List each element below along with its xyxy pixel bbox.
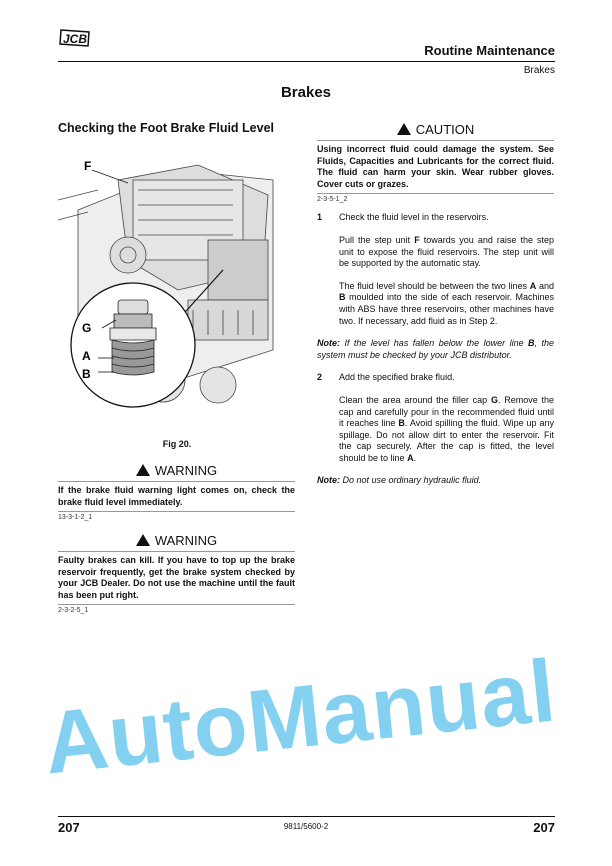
page-number-left: 207: [58, 820, 80, 835]
ref-f: F: [414, 234, 420, 245]
warning-title: WARNING: [154, 463, 218, 478]
label-g: G: [82, 321, 91, 335]
text-run: The fluid level should be between the tw…: [339, 280, 530, 291]
ref-a: A: [529, 280, 537, 291]
label-a: A: [82, 349, 91, 363]
warning-text: If the brake fluid warning light comes o…: [58, 481, 295, 508]
page-number-right: 207: [533, 820, 555, 835]
warning-code: 13-3-1-2_1: [58, 511, 295, 521]
document-number: 9811/5600-2: [283, 822, 329, 831]
warning-text: Faulty brakes can kill. If you have to t…: [58, 551, 295, 601]
caution-triangle-icon: [396, 123, 411, 135]
note-1: Note: If the level has fallen below the …: [317, 338, 554, 361]
step-paragraph: The fluid level should be between the tw…: [339, 281, 554, 327]
text-run: Do not use ordinary hydraulic fluid.: [342, 475, 482, 486]
warning-code: 2-3-2-5_1: [58, 604, 295, 614]
text-run: Clean the area around the filler cap: [339, 394, 491, 405]
text-run: Pull the step unit: [339, 234, 415, 245]
note-2: Note: Do not use ordinary hydraulic flui…: [317, 475, 554, 487]
text-run: , the system must be checked by your JCB…: [317, 338, 554, 360]
brake-reservoir-illustration: F G A B: [57, 159, 274, 408]
step-2: 2 Add the specified brake fluid. Clean t…: [317, 372, 554, 464]
step-title: Add the specified brake fluid.: [339, 372, 455, 383]
header-rule: [58, 61, 555, 62]
step-paragraph: Pull the step unit F towards you and rai…: [339, 235, 554, 270]
figure-caption: Fig 20.: [162, 439, 192, 449]
ref-b: B: [339, 292, 346, 303]
text-run: If the level has fallen below the lower …: [344, 338, 529, 349]
footer-rule: [58, 816, 555, 817]
note-label: Note:: [317, 338, 340, 349]
warning-triangle-icon: [135, 534, 150, 546]
text-run: moulded into the side of each reservoir.…: [339, 292, 554, 326]
text-run: .: [413, 452, 417, 463]
watermark: AutoManual: [39, 640, 561, 793]
caution-text: Using incorrect fluid could damage the s…: [317, 140, 554, 190]
label-b: B: [82, 367, 91, 381]
warning-triangle-icon: [135, 464, 150, 476]
warning-title: WARNING: [154, 533, 218, 548]
section-title: Routine Maintenance: [424, 43, 555, 58]
step-1: 1 Check the fluid level in the reservoir…: [317, 212, 554, 327]
warning-2: WARNING Faulty brakes can kill. If you h…: [58, 533, 295, 614]
text-run: . Remove the cap and carefully pour in t…: [339, 394, 555, 429]
text-run: and: [536, 280, 554, 291]
ref-b: B: [398, 418, 405, 429]
step-number: 2: [317, 372, 323, 383]
ref-a: A: [407, 452, 414, 463]
warning-1: WARNING If the brake fluid warning light…: [58, 463, 295, 521]
page-title: Brakes: [280, 84, 332, 101]
text-run: towards you and raise the step unit to e…: [339, 234, 555, 269]
subsection-title: Brakes: [523, 65, 555, 76]
note-label: Note:: [317, 475, 340, 486]
caution-code: 2-3-5-1_2: [317, 193, 554, 203]
step-paragraph: Clean the area around the filler cap G. …: [339, 395, 554, 465]
step-number: 1: [317, 212, 323, 223]
ref-b: B: [528, 338, 535, 349]
ref-g: G: [490, 394, 498, 405]
text-run: . Avoid spilling the fluid. Wipe up any …: [339, 418, 555, 463]
section-heading: Checking the Foot Brake Fluid Level: [58, 121, 275, 135]
step-title: Check the fluid level in the reservoirs.: [339, 212, 489, 223]
label-f: F: [84, 159, 91, 173]
logo-text: JCB: [63, 32, 87, 46]
figure-20: F G A B: [57, 150, 296, 430]
jcb-logo: JCB: [58, 28, 92, 53]
right-column: CAUTION Using incorrect fluid could dama…: [317, 122, 554, 487]
caution-title: CAUTION: [415, 122, 475, 137]
